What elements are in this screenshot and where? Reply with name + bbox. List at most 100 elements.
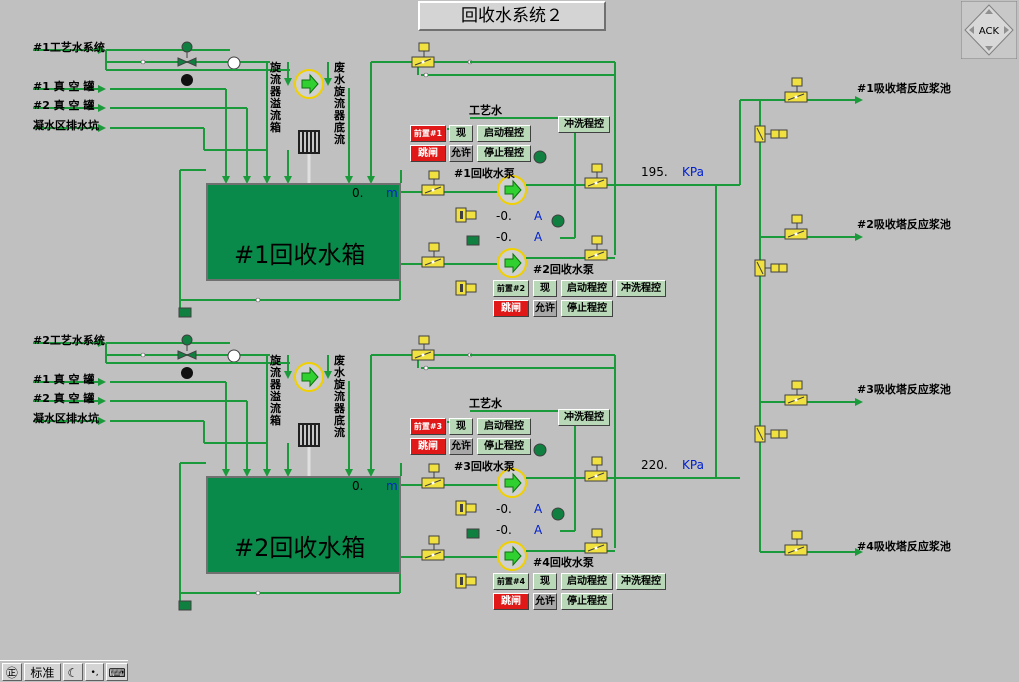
flow-arrow xyxy=(324,78,332,86)
pump-b-local-button[interactable]: 现 xyxy=(533,280,557,297)
outlet-pressure-value: 195. xyxy=(641,165,668,179)
side-valve-pump-a[interactable] xyxy=(455,500,477,516)
pump-a-icon[interactable] xyxy=(497,175,527,205)
pump-a-start-button[interactable]: 启动程控 xyxy=(477,418,531,435)
ime-logo-icon[interactable]: ㊣ xyxy=(2,662,22,681)
pump-b-local-button[interactable]: 现 xyxy=(533,573,557,590)
side-valve-pump-b[interactable] xyxy=(455,280,477,296)
manual-valve-icon[interactable] xyxy=(177,41,241,86)
pump-b-flush-button[interactable]: 冲洗程控 xyxy=(616,573,666,590)
pump-b-trip-indicator[interactable]: 跳闸 xyxy=(493,300,529,317)
manual-valve-icon[interactable] xyxy=(177,334,241,379)
vertical-label-overflow: 旋流器溢流箱 xyxy=(270,354,281,427)
inlet-valve-pump-a[interactable] xyxy=(421,463,445,489)
recirc-valve-icon[interactable] xyxy=(411,335,435,361)
flow-arrow xyxy=(98,104,106,112)
pump-b-start-button[interactable]: 启动程控 xyxy=(561,280,613,297)
header-valve-1[interactable] xyxy=(754,125,788,143)
level-sensor-icon xyxy=(466,235,480,246)
inlet-valve-pump-a[interactable] xyxy=(421,170,445,196)
pump-a-trip-indicator[interactable]: 跳闸 xyxy=(410,145,446,162)
flush-program-button[interactable]: 冲洗程控 xyxy=(558,116,610,133)
flush-program-button[interactable]: 冲洗程控 xyxy=(558,409,610,426)
vertical-label-overflow: 旋流器溢流箱 xyxy=(270,61,281,134)
flow-arrow xyxy=(98,124,106,132)
pump-a-mode-button[interactable]: 前置#3 xyxy=(410,418,446,435)
tank-level-unit: m xyxy=(386,186,398,200)
pump-b-mode-button[interactable]: 前置#2 xyxy=(493,280,529,297)
moon-icon[interactable]: ☾ xyxy=(63,662,83,681)
outlet-label-2: #2吸收塔反应浆池 xyxy=(857,218,951,231)
flow-arrow xyxy=(98,417,106,425)
pump-a-trip-indicator[interactable]: 跳闸 xyxy=(410,438,446,455)
side-valve-pump-a[interactable] xyxy=(455,207,477,223)
inlet-label-1: #1 真 空 罐 xyxy=(33,80,95,93)
recovery-water-tank xyxy=(206,476,401,574)
outlet-valve-3[interactable] xyxy=(784,380,808,406)
pump-a-stop-button[interactable]: 停止程控 xyxy=(477,438,531,455)
pump-a-local-button[interactable]: 现 xyxy=(449,125,473,142)
inlet-label-0: #1工艺水系统 xyxy=(33,41,105,54)
flow-arrow xyxy=(367,469,375,477)
pump-b-icon[interactable] xyxy=(497,248,527,278)
motor-icon[interactable] xyxy=(533,150,547,164)
pump-b-trip-indicator[interactable]: 跳闸 xyxy=(493,593,529,610)
outlet-valve-pump-b[interactable] xyxy=(584,528,608,554)
level-sensor-icon xyxy=(466,528,480,539)
motor-icon[interactable] xyxy=(551,214,565,228)
inlet-label-1: #1 真 空 罐 xyxy=(33,373,95,386)
pump-b-current: -0. xyxy=(496,523,512,537)
pump-b-mode-button[interactable]: 前置#4 xyxy=(493,573,529,590)
pump-a-stop-button[interactable]: 停止程控 xyxy=(477,145,531,162)
pump-a-permit-indicator[interactable]: 允许 xyxy=(449,438,473,455)
flow-arrow xyxy=(284,78,292,86)
motor-icon[interactable] xyxy=(551,507,565,521)
outlet-pressure-unit: KPa xyxy=(682,458,704,472)
pump-b-permit-indicator[interactable]: 允许 xyxy=(533,593,557,610)
level-sensor-icon xyxy=(178,600,192,611)
pump-b-icon[interactable] xyxy=(497,541,527,571)
vertical-label-underflow: 废水旋流器底流 xyxy=(334,354,345,439)
outlet-valve-2[interactable] xyxy=(784,214,808,240)
header-valve-2[interactable] xyxy=(754,259,788,277)
pump-a-name: #3回收水泵 xyxy=(454,460,515,473)
outlet-valve-pump-a[interactable] xyxy=(584,456,608,482)
pump-a-start-button[interactable]: 启动程控 xyxy=(477,125,531,142)
inlet-label-0: #2工艺水系统 xyxy=(33,334,105,347)
pump-a-permit-indicator[interactable]: 允许 xyxy=(449,145,473,162)
inlet-valve-pump-b[interactable] xyxy=(421,242,445,268)
pump-b-name: #2回收水泵 xyxy=(533,263,594,276)
header-valve-3[interactable] xyxy=(754,425,788,443)
punctuation-button[interactable]: •, xyxy=(84,662,105,681)
pump-a-icon[interactable] xyxy=(497,468,527,498)
recirc-valve-icon[interactable] xyxy=(411,42,435,68)
ack-button[interactable]: ACK xyxy=(960,0,1018,60)
tank-name: #2回收水箱 xyxy=(234,534,366,562)
pump-a-local-button[interactable]: 现 xyxy=(449,418,473,435)
keyboard-icon[interactable]: ⌨ xyxy=(106,662,128,681)
vertical-label-underflow: 废水旋流器底流 xyxy=(334,61,345,146)
side-valve-pump-b[interactable] xyxy=(455,573,477,589)
agitator-pump-icon[interactable] xyxy=(294,69,324,99)
pump-b-stop-button[interactable]: 停止程控 xyxy=(561,593,613,610)
flow-arrow xyxy=(263,176,271,184)
pump-a-mode-button[interactable]: 前置#1 xyxy=(410,125,446,142)
level-sensor-icon xyxy=(178,307,192,318)
pump-b-permit-indicator[interactable]: 允许 xyxy=(533,300,557,317)
ime-mode-button[interactable]: 标准 xyxy=(23,662,62,681)
pipe-junction xyxy=(255,590,261,596)
pipe-junction xyxy=(423,365,429,371)
pump-a-current-unit: A xyxy=(534,502,543,516)
outlet-valve-1[interactable] xyxy=(784,77,808,103)
motor-icon[interactable] xyxy=(533,443,547,457)
pump-b-start-button[interactable]: 启动程控 xyxy=(561,573,613,590)
pump-b-flush-button[interactable]: 冲洗程控 xyxy=(616,280,666,297)
outlet-valve-pump-a[interactable] xyxy=(584,163,608,189)
agitator-pump-icon[interactable] xyxy=(294,362,324,392)
outlet-valve-pump-b[interactable] xyxy=(584,235,608,261)
pump-b-stop-button[interactable]: 停止程控 xyxy=(561,300,613,317)
inlet-valve-pump-b[interactable] xyxy=(421,535,445,561)
flow-arrow xyxy=(345,469,353,477)
outlet-valve-4[interactable] xyxy=(784,530,808,556)
